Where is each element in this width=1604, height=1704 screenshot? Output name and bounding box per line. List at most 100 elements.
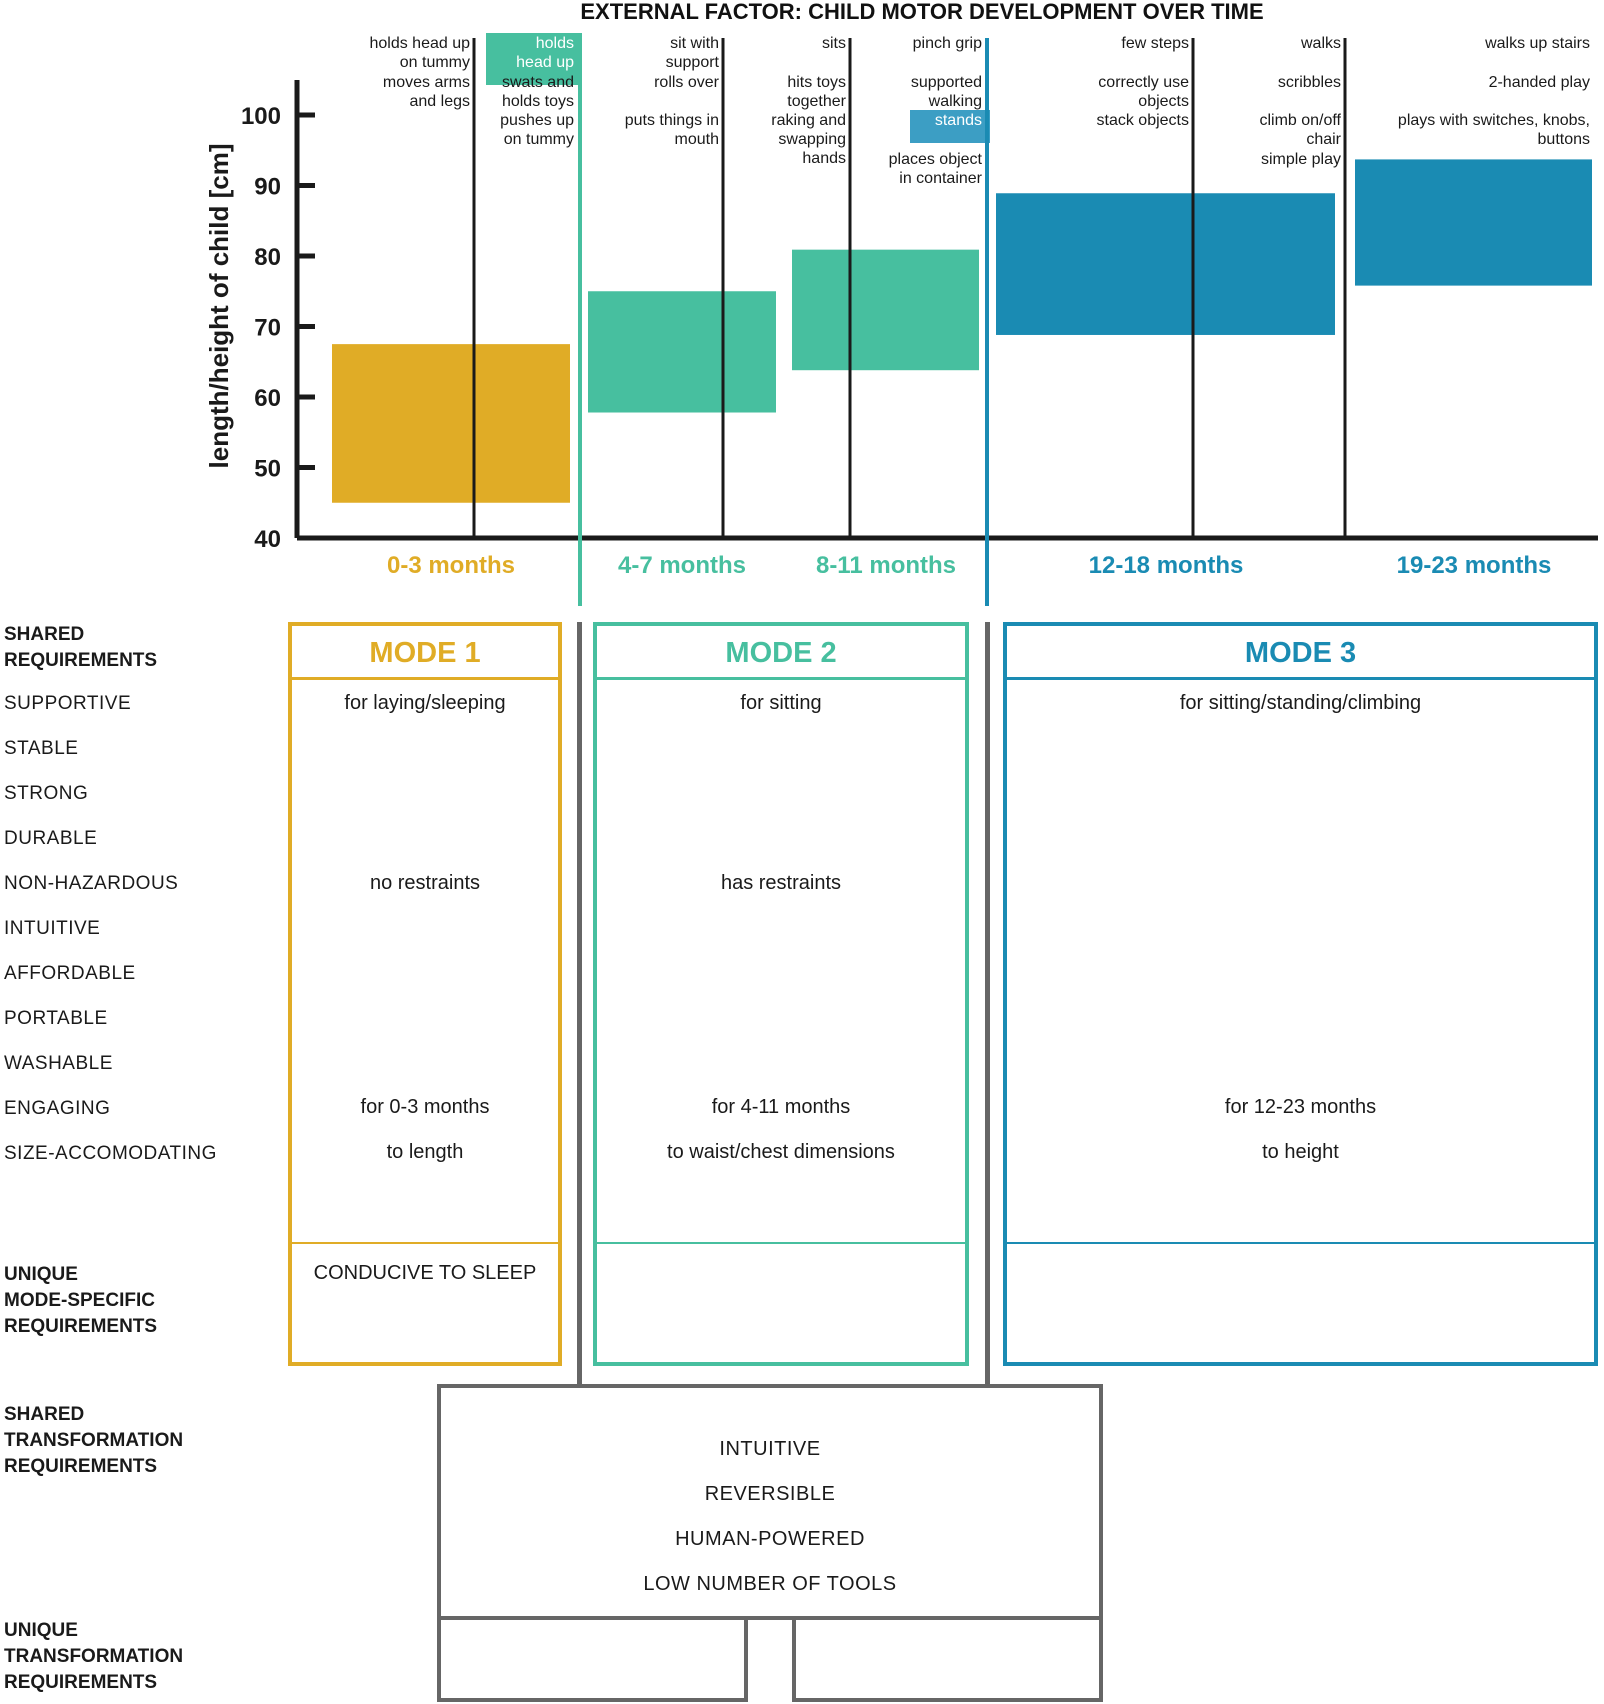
y-tick-label: 60 xyxy=(254,385,281,412)
mode-3-title: MODE 3 xyxy=(1007,626,1594,680)
mode-2-divider xyxy=(597,1242,965,1244)
requirement-label: AFFORDABLE xyxy=(4,963,136,984)
milestone-text: walks up stairs xyxy=(1484,35,1590,52)
milestone-text: stack objects xyxy=(1097,112,1189,129)
requirement-label: INTUITIVE xyxy=(4,918,101,939)
mode-1-title: MODE 1 xyxy=(292,626,558,680)
mode-3-divider xyxy=(1007,1242,1594,1244)
period-label: 8-11 months xyxy=(816,552,956,579)
shared-transformation-label: SHARED TRANSFORMATION REQUIREMENTS xyxy=(4,1402,183,1480)
chart-title: EXTERNAL FACTOR: CHILD MOTOR DEVELOPMENT… xyxy=(580,0,1263,24)
unique-transformation-box-right xyxy=(792,1616,1103,1702)
period-label: 0-3 months xyxy=(387,552,515,579)
unique-mode-requirements-label: UNIQUE MODE-SPECIFIC REQUIREMENTS xyxy=(4,1262,157,1340)
milestone-text: stands xyxy=(935,112,982,129)
mode-2-size: to waist/chest dimensions xyxy=(667,1141,895,1163)
connector-right xyxy=(985,622,990,1384)
motor-development-chart: EXTERNAL FACTOR: CHILD MOTOR DEVELOPMENT… xyxy=(204,0,1598,606)
requirement-label: NON-HAZARDOUS xyxy=(4,873,179,894)
y-tick-label: 50 xyxy=(254,456,281,483)
milestone-highlight xyxy=(486,33,582,85)
y-tick-label: 40 xyxy=(254,526,281,553)
requirement-label: ENGAGING xyxy=(4,1098,111,1119)
y-tick-label: 100 xyxy=(241,103,281,130)
y-tick-label: 80 xyxy=(254,244,281,271)
bar-0-3-months xyxy=(332,344,570,503)
mode-1-unique: CONDUCIVE TO SLEEP xyxy=(313,1262,537,1284)
requirement-label: SIZE-ACCOMODATING xyxy=(4,1143,217,1164)
label-line: REQUIREMENTS xyxy=(4,1456,158,1477)
milestone-text: scribbles xyxy=(1278,74,1341,91)
requirement-label: STABLE xyxy=(4,738,79,759)
mode-1-box: MODE 1 for laying/sleeping no restraints… xyxy=(288,622,562,1366)
mode-2-box: MODE 2 for sitting has restraints for 4-… xyxy=(593,622,969,1366)
label-line: MODE-SPECIFIC xyxy=(4,1290,155,1311)
connector-left xyxy=(577,622,582,1384)
milestone-text: 2-handed play xyxy=(1489,74,1590,91)
transformation-item: HUMAN-POWERED xyxy=(675,1528,865,1550)
requirement-label: STRONG xyxy=(4,783,89,804)
mode-3-box: MODE 3 for sitting/standing/climbing for… xyxy=(1003,622,1598,1366)
bar-4-7-months xyxy=(588,291,776,413)
bar-19-23-months xyxy=(1355,159,1592,286)
label-line: SHARED xyxy=(4,624,85,645)
milestone-text: plays with switches, knobs,buttons xyxy=(1398,112,1590,148)
label-line: REQUIREMENTS xyxy=(4,1316,158,1337)
mode-1-divider xyxy=(292,1242,558,1244)
mode-3-engaging: for 12-23 months xyxy=(1224,1096,1377,1118)
milestone-text: pinch grip xyxy=(913,35,982,52)
y-tick-label: 90 xyxy=(254,174,281,201)
unique-transformation-box-left xyxy=(437,1616,748,1702)
period-label: 12-18 months xyxy=(1089,552,1244,579)
label-line: SHARED xyxy=(4,1404,85,1425)
label-line: TRANSFORMATION xyxy=(4,1430,184,1451)
transformation-item: INTUITIVE xyxy=(719,1438,821,1460)
requirement-label: PORTABLE xyxy=(4,1008,108,1029)
label-line: REQUIREMENTS xyxy=(4,1672,158,1693)
bar-8-11-months xyxy=(792,249,979,371)
mode-2-supportive: for sitting xyxy=(740,692,822,714)
y-axis-label: length/height of child [cm] xyxy=(204,144,234,469)
milestone-text: rolls over xyxy=(654,74,720,91)
requirement-label: SUPPORTIVE xyxy=(4,693,132,714)
mode-2-non-hazardous: has restraints xyxy=(720,872,842,894)
mode-1-supportive: for laying/sleeping xyxy=(344,692,506,714)
requirement-label: DURABLE xyxy=(4,828,98,849)
milestone-text: simple play xyxy=(1261,151,1341,168)
label-line: TRANSFORMATION xyxy=(4,1646,184,1667)
period-label: 4-7 months xyxy=(618,552,746,579)
bar-12-18-months xyxy=(996,193,1335,335)
milestone-text: few steps xyxy=(1121,35,1189,52)
milestone-highlight xyxy=(910,110,990,143)
transformation-item: REVERSIBLE xyxy=(704,1483,836,1505)
mode-1-size: to length xyxy=(386,1141,464,1163)
shared-transformation-box: INTUITIVE REVERSIBLE HUMAN-POWERED LOW N… xyxy=(437,1384,1103,1620)
mode-2-engaging: for 4-11 months xyxy=(711,1096,851,1118)
mode-1-non-hazardous: no restraints xyxy=(369,872,481,894)
shared-requirements-label: SHARED REQUIREMENTS xyxy=(4,622,157,674)
label-line: REQUIREMENTS xyxy=(4,650,158,671)
mode-3-supportive: for sitting/standing/climbing xyxy=(1179,692,1422,714)
y-tick-label: 70 xyxy=(254,315,281,342)
milestone-text: sits xyxy=(822,35,846,52)
mode-3-size: to height xyxy=(1262,1141,1339,1163)
label-line: UNIQUE xyxy=(4,1264,78,1285)
transformation-item: LOW NUMBER OF TOOLS xyxy=(643,1573,897,1595)
mode-1-engaging: for 0-3 months xyxy=(360,1096,490,1118)
mode-2-title: MODE 2 xyxy=(597,626,965,680)
period-label: 19-23 months xyxy=(1397,552,1552,579)
